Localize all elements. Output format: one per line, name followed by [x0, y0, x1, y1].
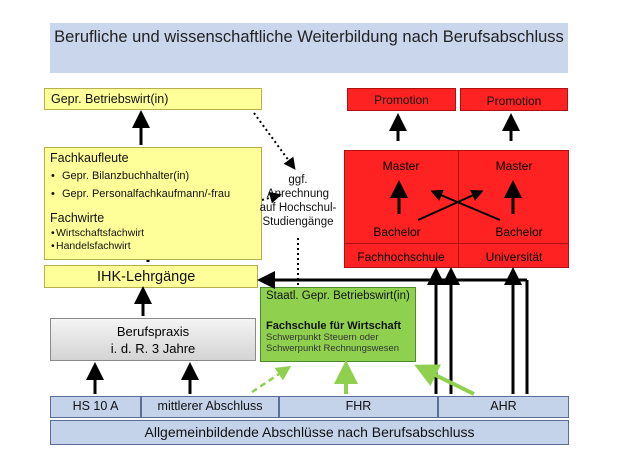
- fachwirte-heading: Fachwirte: [50, 211, 105, 225]
- abschluss-label: HS 10 A: [72, 399, 119, 413]
- diagram-title: Berufliche und wissenschaftliche Weiterb…: [50, 23, 568, 73]
- fachwirte-item: Wirtschaftsfachwirt: [50, 227, 257, 240]
- abschluss-label: FHR: [345, 399, 372, 413]
- anrechnung-line: Studiengänge: [262, 216, 334, 228]
- master-uni-label: Master: [495, 159, 533, 173]
- ihk-lehrgaenge-label: IHK-Lehrgänge: [97, 269, 196, 285]
- betriebswirt-box: Gepr. Betriebswirt(in): [44, 88, 262, 110]
- berufspraxis-line2: i. d. R. 3 Jahre: [110, 341, 196, 356]
- fachwirte-list: Wirtschaftsfachwirt Handelsfachwirt: [50, 227, 257, 253]
- master-fh-label: Master: [382, 159, 420, 173]
- anrechnung-note: ggf. Anrechnung auf Hochschul- Studiengä…: [252, 173, 344, 229]
- abschluss-mittlerer: mittlerer Abschluss: [141, 396, 279, 418]
- abschluss-label: AHR: [490, 399, 517, 413]
- fachkaufleute-item: Gepr. Bilanzbuchhalter(in): [50, 169, 257, 183]
- footer-label: Allgemeinbildende Abschlüsse nach Berufs…: [144, 424, 475, 440]
- anrechnung-line: auf Hochschul-: [259, 202, 337, 214]
- berufspraxis-box: Berufspraxis i. d. R. 3 Jahre: [50, 318, 256, 361]
- ihk-lehrgaenge-box: IHK-Lehrgänge: [44, 265, 258, 288]
- fachschule-box: Staatl. Gepr. Betriebswirt(in) Fachschul…: [260, 287, 416, 362]
- berufspraxis-line1: Berufspraxis: [116, 324, 190, 339]
- fachschule-title1: Staatl. Gepr. Betriebswirt(in): [266, 290, 410, 302]
- fachschule-title2: Fachschule für Wirtschaft: [266, 320, 401, 332]
- abschluss-ahr: AHR: [438, 396, 569, 418]
- fachkaufleute-fachwirte-box: Fachkaufleute Gepr. Bilanzbuchhalter(in)…: [44, 147, 262, 260]
- anrechnung-line: ggf.: [288, 174, 308, 186]
- abschluss-label: mittlerer Abschluss: [157, 399, 263, 413]
- fachhochschule-label: Fachhochschule: [357, 250, 445, 264]
- promotion-fh-label: Promotion: [374, 93, 429, 107]
- fachkaufleute-list: Gepr. Bilanzbuchhalter(in) Gepr. Persona…: [50, 169, 257, 201]
- promotion-fh-box: Promotion: [347, 88, 456, 111]
- arrow-ahr-to-fachschule: [414, 364, 475, 396]
- bachelor-fh-label: Bachelor: [373, 225, 421, 239]
- promotion-uni-box: Promotion: [460, 88, 568, 111]
- fachwirte-item: Handelsfachwirt: [50, 240, 257, 253]
- betriebswirt-label: Gepr. Betriebswirt(in): [51, 92, 169, 106]
- universitaet-label: Universität: [485, 250, 543, 264]
- bachelor-uni-label: Bachelor: [495, 225, 543, 239]
- fachkaufleute-item: Gepr. Personalfachkaufmann/-frau: [50, 187, 257, 201]
- fachschule-detail1: Schwerpunkt Steuern oder: [266, 332, 379, 343]
- promotion-uni-label: Promotion: [486, 94, 542, 108]
- anrechnung-line: Anrechnung: [266, 188, 330, 200]
- footer-bar: Allgemeinbildende Abschlüsse nach Berufs…: [50, 420, 569, 445]
- hochschule-row-divider: [344, 243, 569, 244]
- fachschule-detail2: Schwerpunkt Rechnungswesen: [266, 343, 400, 354]
- fachkaufleute-heading: Fachkaufleute: [50, 151, 129, 165]
- arrow-mittlerer-to-fachschule: [251, 365, 292, 394]
- abschluss-fhr: FHR: [279, 396, 438, 418]
- abschluss-hs10a: HS 10 A: [50, 396, 141, 418]
